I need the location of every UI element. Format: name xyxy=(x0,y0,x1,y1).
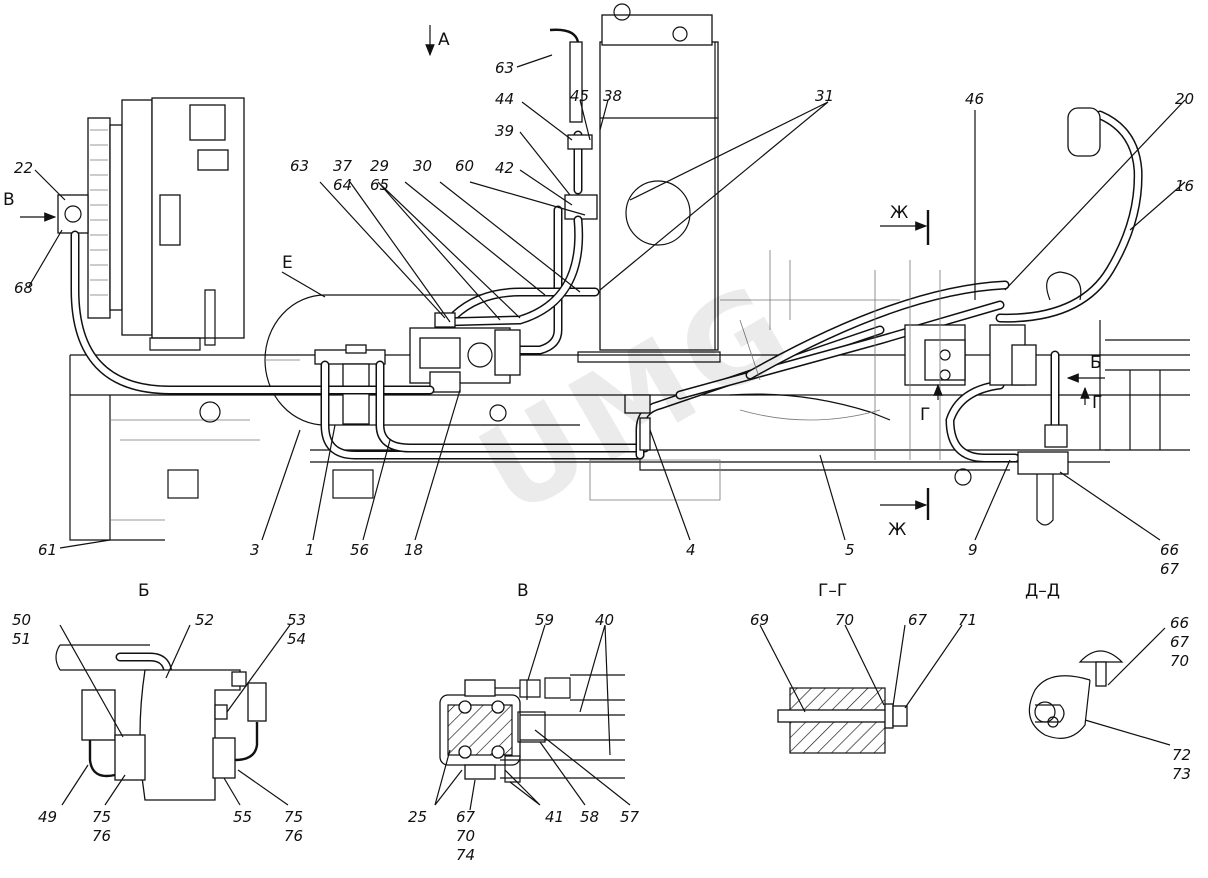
label-64: 64 xyxy=(333,176,352,194)
label-74: 74 xyxy=(456,846,475,864)
label-66: 66 xyxy=(1160,541,1179,559)
label-44: 44 xyxy=(495,90,514,108)
view-b: Б 50 51 52 53 54 49 75 76 55 75 76 xyxy=(12,581,306,845)
label-29: 29 xyxy=(370,157,389,175)
label-72: 72 xyxy=(1172,746,1191,764)
label-59: 59 xyxy=(535,611,554,629)
label-25: 25 xyxy=(408,808,427,826)
label-73: 73 xyxy=(1172,765,1191,783)
label-50: 50 xyxy=(12,611,31,629)
label-20: 20 xyxy=(1175,90,1194,108)
section-mark-g-right: Г xyxy=(1092,393,1102,413)
label-75-right: 75 xyxy=(284,808,303,826)
label-41: 41 xyxy=(545,808,564,826)
label-61: 61 xyxy=(38,541,57,559)
section-mark-g-left: Г xyxy=(920,405,930,425)
label-40: 40 xyxy=(595,611,614,629)
label-1: 1 xyxy=(305,541,315,559)
label-45: 45 xyxy=(570,87,589,105)
view-d-d: Д–Д 66 67 70 72 73 xyxy=(1025,581,1191,783)
label-42: 42 xyxy=(495,159,514,177)
label-30: 30 xyxy=(413,157,432,175)
label-18: 18 xyxy=(404,541,423,559)
label-37: 37 xyxy=(333,157,353,175)
label-67-g: 67 xyxy=(908,611,928,629)
label-70-g: 70 xyxy=(835,611,854,629)
label-63-left: 63 xyxy=(290,157,309,175)
label-67: 67 xyxy=(1160,560,1180,578)
label-3: 3 xyxy=(250,541,260,559)
label-66-d: 66 xyxy=(1170,614,1189,632)
label-9: 9 xyxy=(968,541,978,559)
oil-cooler-radiator xyxy=(57,97,245,351)
view-mark-v: В xyxy=(3,190,15,210)
label-55: 55 xyxy=(233,808,252,826)
label-38: 38 xyxy=(603,87,622,105)
view-d-title: Д–Д xyxy=(1025,581,1060,601)
pump-group xyxy=(409,327,521,393)
label-57: 57 xyxy=(620,808,640,826)
view-b-title: Б xyxy=(138,581,150,601)
view-mark-b: Б xyxy=(1090,353,1102,373)
label-54: 54 xyxy=(287,630,306,648)
label-46: 46 xyxy=(965,90,984,108)
label-53: 53 xyxy=(287,611,306,629)
label-65: 65 xyxy=(370,176,389,194)
control-valve-block xyxy=(904,324,1037,386)
label-51: 51 xyxy=(12,630,31,648)
section-mark-zh-top: Ж xyxy=(890,203,908,223)
label-75-left: 75 xyxy=(92,808,111,826)
label-70-v: 70 xyxy=(456,827,475,845)
view-mark-e: Е xyxy=(282,253,293,273)
view-mark-a: А xyxy=(438,30,450,50)
view-v-title: В xyxy=(517,581,529,601)
label-71: 71 xyxy=(958,611,977,629)
label-52: 52 xyxy=(195,611,214,629)
label-67-v: 67 xyxy=(456,808,476,826)
hydraulic-tank xyxy=(549,3,721,363)
label-60: 60 xyxy=(455,157,474,175)
label-67-d: 67 xyxy=(1170,633,1190,651)
label-49: 49 xyxy=(38,808,57,826)
label-70-d: 70 xyxy=(1170,652,1189,670)
label-58: 58 xyxy=(580,808,599,826)
label-76-left: 76 xyxy=(92,827,111,845)
view-g-title: Г–Г xyxy=(818,581,847,601)
label-69: 69 xyxy=(750,611,769,629)
label-4: 4 xyxy=(686,541,696,559)
label-39: 39 xyxy=(495,122,514,140)
label-56: 56 xyxy=(350,541,369,559)
label-31: 31 xyxy=(815,87,834,105)
view-v: В 59 40 25 67 70 74 41 58 57 xyxy=(408,581,640,864)
label-16: 16 xyxy=(1175,177,1194,195)
label-63-top: 63 xyxy=(495,59,514,77)
label-5: 5 xyxy=(845,541,855,559)
view-g-g: Г–Г 69 70 67 71 xyxy=(750,581,977,754)
label-22: 22 xyxy=(14,159,33,177)
main-view: Ж Ж Г Г Б В А Е 63 44 45 38 31 39 42 46 … xyxy=(3,3,1194,578)
label-76-right: 76 xyxy=(284,827,303,845)
section-mark-zh-bottom: Ж xyxy=(888,520,906,540)
label-68: 68 xyxy=(14,279,33,297)
